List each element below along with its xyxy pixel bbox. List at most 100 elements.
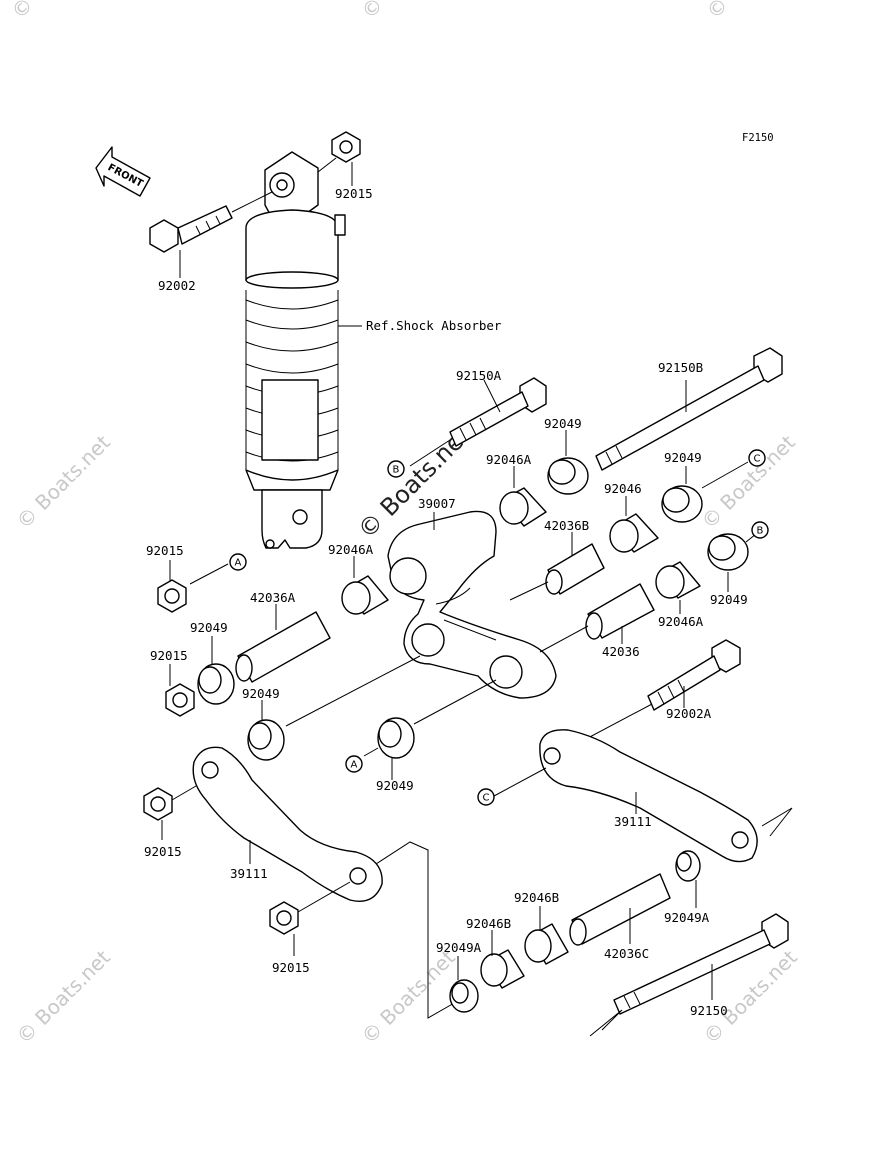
seal-92049-c-icon xyxy=(707,533,749,571)
leader-42036B-arm xyxy=(509,581,549,601)
bolt-92150A-icon xyxy=(449,377,547,447)
part-label-92049-b: 92049 xyxy=(664,450,702,465)
leader-39111-right-C xyxy=(493,767,547,797)
bearing-92046B-b-icon xyxy=(480,949,525,989)
rocker-arm-39007-icon xyxy=(387,510,557,699)
bolt-92150B-icon xyxy=(595,347,783,471)
part-label-92015-mid: 92015 xyxy=(146,543,184,558)
part-label-92015-bottom: 92015 xyxy=(272,960,310,975)
watermark-layer: © Boats.net © Boats.net © Boats.net © Bo… xyxy=(7,0,805,1049)
seal-92049-b-icon xyxy=(661,485,703,523)
part-label-92046B-a: 92046B xyxy=(514,890,559,905)
collar-42036-icon xyxy=(585,583,655,640)
collar-42036C-icon xyxy=(569,873,671,946)
part-label-92049-c: 92049 xyxy=(710,592,748,607)
part-label-92015-left: 92015 xyxy=(150,648,188,663)
nut-92015-bottom-icon xyxy=(269,901,299,935)
part-label-92049A-a: 92049A xyxy=(436,940,482,955)
nut-92015-left-icon xyxy=(165,683,195,717)
part-label-92049-f: 92049 xyxy=(376,778,414,793)
watermark-mid-left: © Boats.net xyxy=(12,430,115,533)
watermark-top-left: © Boats.net xyxy=(7,0,110,24)
callout-B-upper: B xyxy=(387,460,405,478)
svg-text:A: A xyxy=(351,760,358,771)
front-arrow-icon: FRONT xyxy=(95,146,151,197)
part-label-39111-right: 39111 xyxy=(614,814,652,829)
leader-42036-arm xyxy=(539,625,589,653)
seal-92049A-b-icon xyxy=(675,850,701,882)
part-label-92046A-b: 92046A xyxy=(328,542,374,557)
leader-92049-e-arm xyxy=(285,655,421,727)
bearing-92046A-a-icon xyxy=(499,487,547,527)
leader-92015-mid-A xyxy=(189,563,229,585)
bearing-92046A-b-icon xyxy=(341,575,389,615)
break-mark-right xyxy=(761,807,793,837)
leader-92150A-B xyxy=(409,439,451,467)
seal-92049-e-icon xyxy=(247,719,285,761)
part-label-92002: 92002 xyxy=(158,278,196,293)
bolt-92150-icon xyxy=(613,913,789,1015)
bearing-92046A-c-icon xyxy=(655,561,701,599)
collar-42036A-icon xyxy=(235,611,331,683)
svg-text:B: B xyxy=(757,526,764,537)
nut-92015-lower-icon xyxy=(143,787,173,821)
reference-label: Ref.Shock Absorber xyxy=(366,318,502,333)
part-label-92046A-c: 92046A xyxy=(658,614,704,629)
watermark-bottom-mid: © Boats.net xyxy=(357,945,460,1048)
part-label-92046B-b: 92046B xyxy=(466,916,511,931)
leader-92002-shock xyxy=(231,191,273,213)
part-label-42036B: 42036B xyxy=(544,518,589,533)
part-label-92049A-b: 92049A xyxy=(664,910,710,925)
shock-absorber-icon xyxy=(245,151,346,549)
part-label-92049-a: 92049 xyxy=(544,416,582,431)
leader-nut-top xyxy=(317,157,337,173)
leader-92049-f-arm xyxy=(413,679,497,725)
bearing-92046B-a-icon xyxy=(524,923,569,965)
part-label-92150A: 92150A xyxy=(456,368,502,383)
part-label-42036: 42036 xyxy=(602,644,640,659)
watermark-top-right: © Boats.net xyxy=(702,0,805,24)
part-label-39111-left: 39111 xyxy=(230,866,268,881)
callout-C-upper: C xyxy=(748,449,766,467)
seal-92049-d-icon xyxy=(197,663,235,705)
leader-92150A xyxy=(483,379,501,413)
nut-92015-top-icon xyxy=(331,131,361,163)
seal-92049-f-icon xyxy=(377,717,415,759)
bolt-92002-icon xyxy=(149,205,233,253)
part-label-92046A-a: 92046A xyxy=(486,452,532,467)
watermark-top-mid: © Boats.net xyxy=(357,0,460,24)
part-label-92015-top: 92015 xyxy=(335,186,373,201)
callout-B-right: B xyxy=(751,521,769,539)
svg-text:A: A xyxy=(235,558,242,569)
collar-42036B-icon xyxy=(545,543,605,595)
part-label-92150B: 92150B xyxy=(658,360,703,375)
part-label-39007: 39007 xyxy=(418,496,456,511)
callout-C-lower: C xyxy=(477,788,495,806)
callout-A-upper: A xyxy=(229,553,247,571)
figure-code: F2150 xyxy=(742,132,774,144)
bearing-92046-icon xyxy=(609,513,659,553)
leader-92049-f-A xyxy=(363,747,379,757)
part-label-92049-d: 92049 xyxy=(190,620,228,635)
bolt-92002A-icon xyxy=(647,639,741,711)
watermark-bottom-left: © Boats.net xyxy=(12,945,115,1048)
leader-92049-b-C xyxy=(701,461,749,489)
part-label-42036A: 42036A xyxy=(250,590,296,605)
bracket-line xyxy=(375,841,457,1019)
tie-rod-39111-right-icon xyxy=(539,729,758,863)
leader-nut-bottom xyxy=(297,881,351,913)
part-label-92002A: 92002A xyxy=(666,706,712,721)
part-label-42036C: 42036C xyxy=(604,946,649,961)
part-label-92049-e: 92049 xyxy=(242,686,280,701)
tie-rod-39111-left-icon xyxy=(192,746,383,902)
seal-92049-a-icon xyxy=(547,457,589,495)
part-label-92046: 92046 xyxy=(604,481,642,496)
svg-text:C: C xyxy=(754,454,761,465)
break-mark-bottom xyxy=(589,1009,623,1037)
svg-text:B: B xyxy=(393,465,400,476)
nut-92015-mid-icon xyxy=(157,579,187,613)
callout-A-lower: A xyxy=(345,755,363,773)
leader-nut-lower xyxy=(171,785,197,801)
part-label-92150: 92150 xyxy=(690,1003,728,1018)
